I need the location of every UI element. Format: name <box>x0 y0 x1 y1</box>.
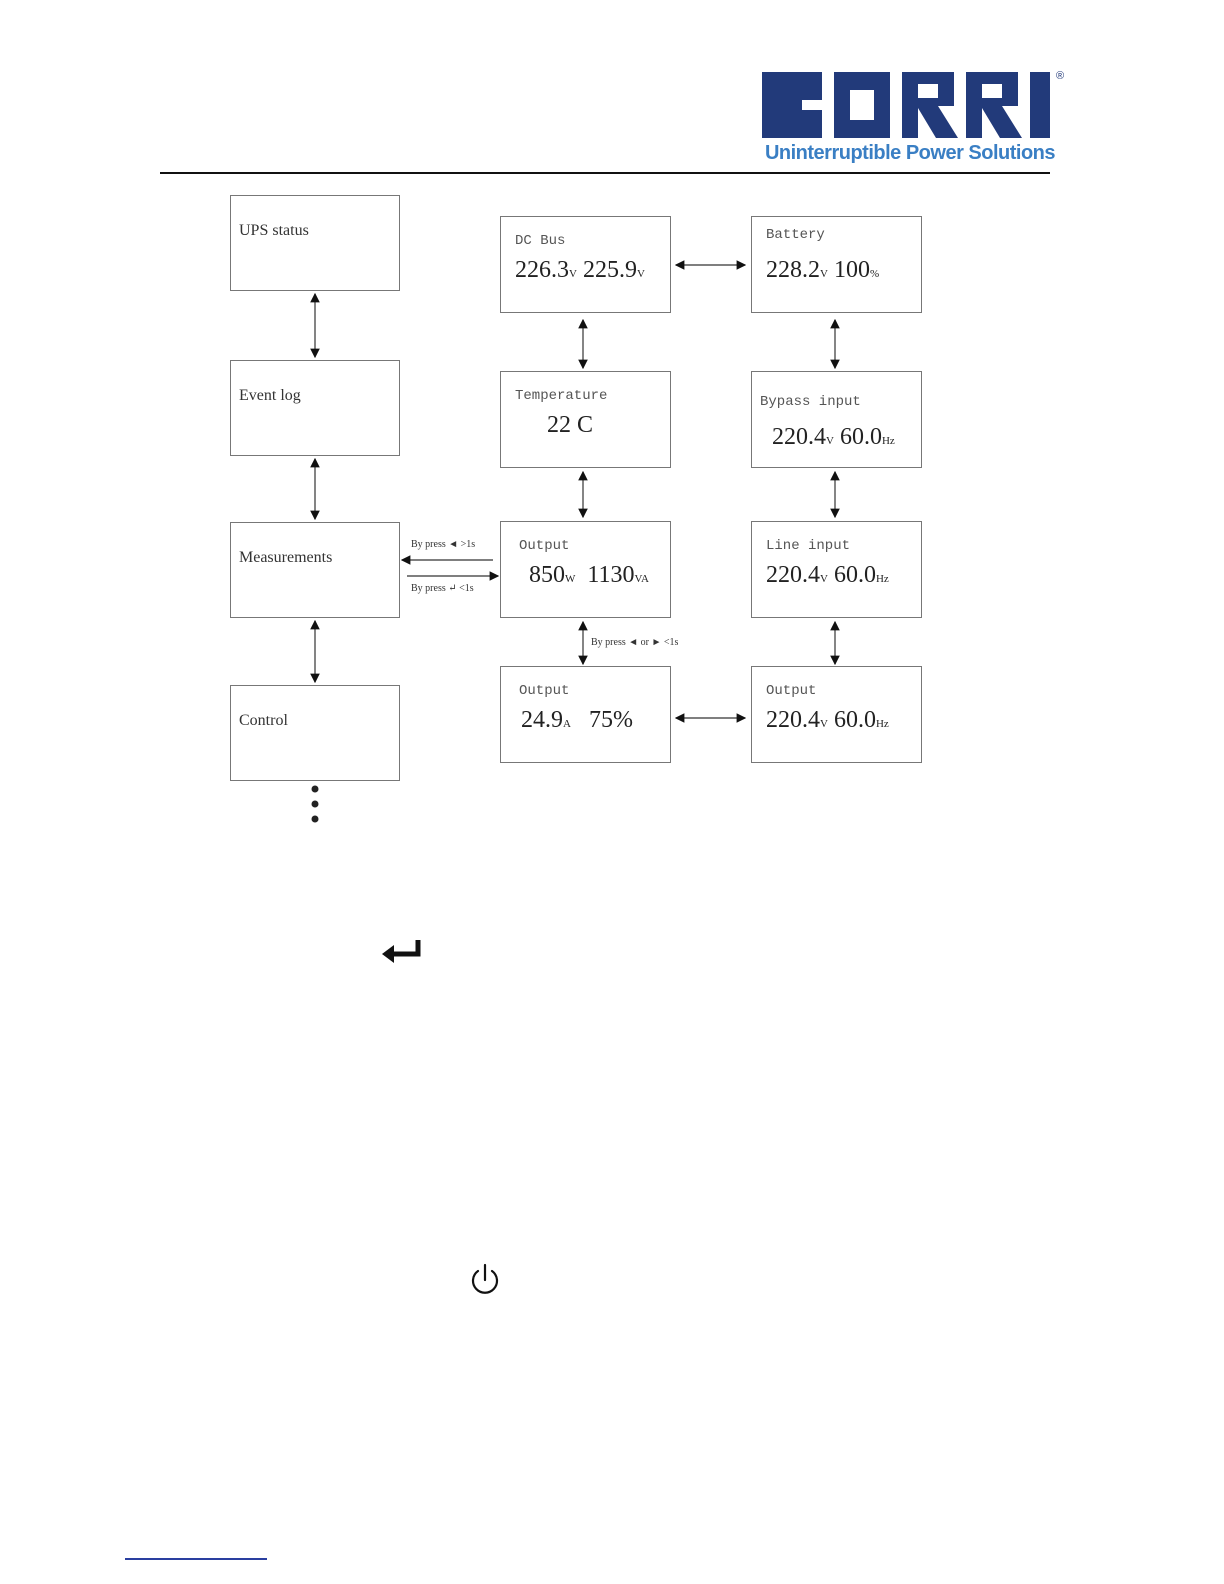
registered-mark: ® <box>1056 70 1064 82</box>
menu-control[interactable]: Control <box>230 685 400 781</box>
screen-output-power: Output 850W 1130VA <box>500 521 671 618</box>
continuation-dot <box>312 786 319 793</box>
screen-value: 24.9A 75% <box>521 707 633 734</box>
power-icon <box>468 1262 502 1298</box>
menu-label: Measurements <box>239 549 332 567</box>
menu-ups-status[interactable]: UPS status <box>230 195 400 291</box>
screen-title: Output <box>519 683 569 699</box>
screen-bypass-input: Bypass input 220.4V 60.0Hz <box>751 371 922 468</box>
continuation-dot <box>312 801 319 808</box>
screen-title: Output <box>766 683 816 699</box>
menu-event-log[interactable]: Event log <box>230 360 400 456</box>
screen-temperature: Temperature 22 C <box>500 371 671 468</box>
screen-value: 220.4V 60.0Hz <box>766 562 889 589</box>
menu-label: UPS status <box>239 222 309 240</box>
screen-value: 226.3V 225.9V <box>515 257 645 284</box>
brand-logo: ® Uninterruptible Power Solutions <box>760 70 1070 170</box>
menu-measurements[interactable]: Measurements <box>230 522 400 618</box>
note-exit-measurements: By press ↵ <1s <box>411 583 474 594</box>
screen-title: Line input <box>766 538 850 554</box>
note-scroll-screens: By press ◄ or ► <1s <box>591 637 678 648</box>
menu-label: Control <box>239 712 288 730</box>
screen-title: Output <box>519 538 569 554</box>
borri-logo-mark <box>760 70 1060 140</box>
screen-value: 220.4V 60.0Hz <box>766 707 889 734</box>
header-divider <box>160 172 1050 174</box>
screen-title: Bypass input <box>760 394 861 410</box>
menu-label: Event log <box>239 387 301 405</box>
screen-value: 22 C <box>547 412 593 439</box>
screen-value: 220.4V 60.0Hz <box>772 424 895 451</box>
screen-value: 228.2V 100% <box>766 257 879 284</box>
continuation-dot <box>312 816 319 823</box>
screen-dc-bus: DC Bus 226.3V 225.9V <box>500 216 671 313</box>
brand-tagline: Uninterruptible Power Solutions <box>760 142 1060 165</box>
screen-battery: Battery 228.2V 100% <box>751 216 922 313</box>
screen-title: DC Bus <box>515 233 565 249</box>
screen-output-current: Output 24.9A 75% <box>500 666 671 763</box>
footer-link-underline <box>125 1558 267 1560</box>
screen-title: Battery <box>766 227 825 243</box>
screen-line-input: Line input 220.4V 60.0Hz <box>751 521 922 618</box>
screen-output-voltage: Output 220.4V 60.0Hz <box>751 666 922 763</box>
screen-title: Temperature <box>515 388 607 404</box>
screen-value: 850W 1130VA <box>529 562 649 589</box>
enter-icon <box>380 938 426 966</box>
note-enter-measurements: By press ◄ >1s <box>411 539 475 550</box>
